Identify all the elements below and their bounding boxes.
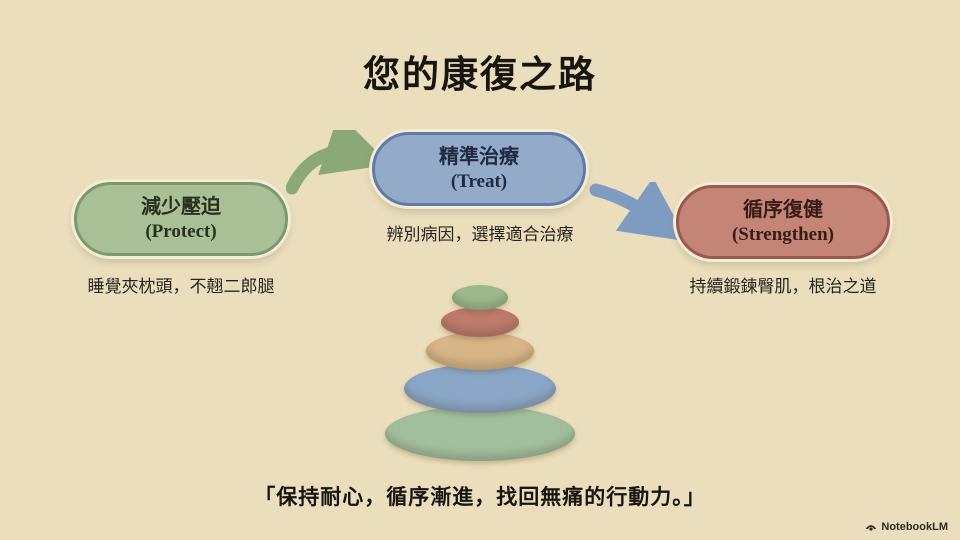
- step-treat-pill: 精準治療 (Treat): [372, 132, 586, 206]
- notebooklm-label: NotebookLM: [881, 521, 948, 533]
- step-treat-caption: 辨別病因，選擇適合治療: [386, 225, 574, 244]
- step-treat-subtitle: (Treat): [450, 170, 508, 192]
- notebooklm-icon: [866, 525, 877, 531]
- step-strengthen-pill: 循序復健 (Strengthen): [676, 185, 890, 259]
- stone-tan: [426, 332, 534, 370]
- arrow-treat-to-strengthen-icon: [589, 182, 680, 242]
- closing-quote: 「保持耐心，循序漸進，找回無痛的行動力。」: [254, 485, 706, 509]
- step-treat-title: 精準治療: [439, 145, 519, 168]
- stone-blue: [404, 364, 556, 413]
- step-protect-subtitle: (Protect): [145, 220, 217, 242]
- step-protect-caption: 睡覺夾枕頭，不翹二郎腿: [87, 277, 275, 296]
- step-protect-title: 減少壓迫: [141, 195, 221, 218]
- step-protect-pill: 減少壓迫 (Protect): [74, 182, 288, 256]
- step-strengthen-caption: 持續鍛鍊臀肌，根治之道: [689, 277, 877, 296]
- stone-red: [441, 307, 519, 337]
- page-title: 您的康復之路: [363, 55, 597, 96]
- stone-top-green: [452, 285, 508, 310]
- step-strengthen-subtitle: (Strengthen): [731, 223, 835, 245]
- step-strengthen-title: 循序復健: [743, 198, 823, 221]
- arrow-protect-to-treat-icon: [286, 130, 378, 195]
- stone-bottom-green: [385, 406, 575, 461]
- notebooklm-branding: NotebookLM: [865, 521, 948, 533]
